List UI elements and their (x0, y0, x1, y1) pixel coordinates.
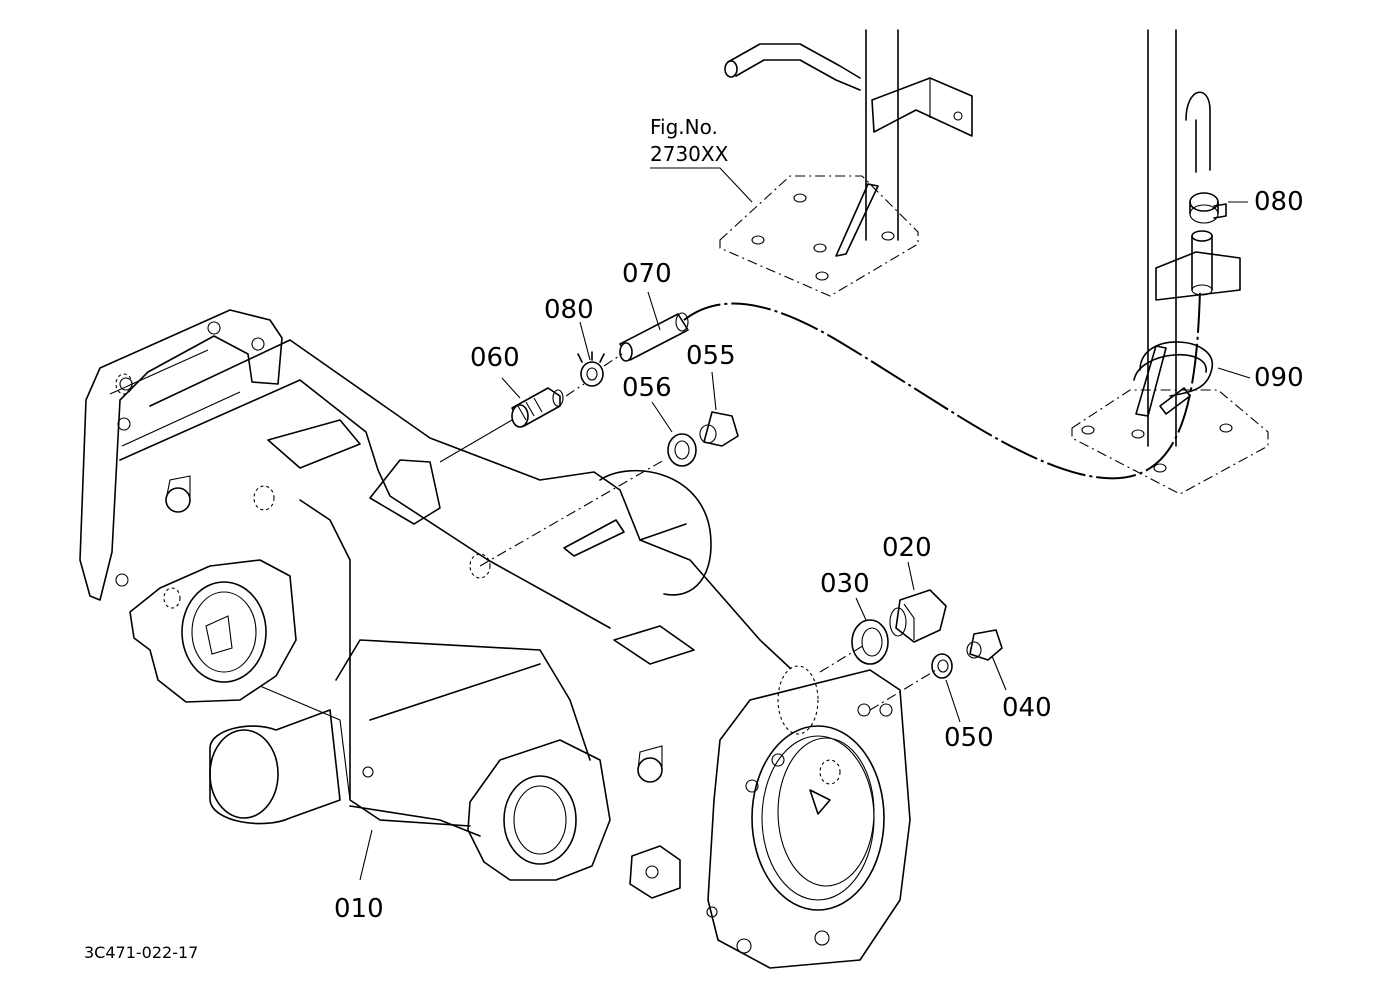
breather-cable (683, 289, 1201, 480)
label-010: 010 (334, 894, 384, 924)
leader-lines (359, 291, 1007, 881)
front-axle-case (79, 309, 911, 969)
label-080-lower: 080 (544, 295, 594, 325)
part-055-plug (699, 411, 739, 447)
part-050-washer (931, 653, 953, 679)
part-070-hose (619, 312, 689, 362)
rops-post-right (1071, 29, 1269, 495)
part-080-clamp-upper (1189, 192, 1248, 224)
figure-reference-line1: Fig.No. (650, 115, 718, 139)
label-040: 040 (1002, 693, 1052, 723)
label-056: 056 (622, 373, 672, 403)
rops-bracket-left (719, 29, 973, 297)
label-030: 030 (820, 569, 870, 599)
part-060-breather-joint (511, 387, 564, 428)
part-020-plug (889, 589, 947, 643)
figure-reference-line2: 2730XX (650, 142, 729, 166)
label-060: 060 (470, 343, 520, 373)
vent-hose-upper (1191, 230, 1213, 296)
label-020: 020 (882, 533, 932, 563)
label-050: 050 (944, 723, 994, 753)
part-040-plug (966, 629, 1003, 661)
drawing-code: 3C471-022-17 (84, 943, 198, 962)
label-080-upper: 080 (1254, 187, 1304, 217)
label-070: 070 (622, 259, 672, 289)
part-030-washer (851, 619, 889, 665)
part-080-clamp-lower (577, 351, 605, 387)
part-056-washer (667, 433, 697, 467)
label-055: 055 (686, 341, 736, 371)
label-090: 090 (1254, 363, 1304, 393)
